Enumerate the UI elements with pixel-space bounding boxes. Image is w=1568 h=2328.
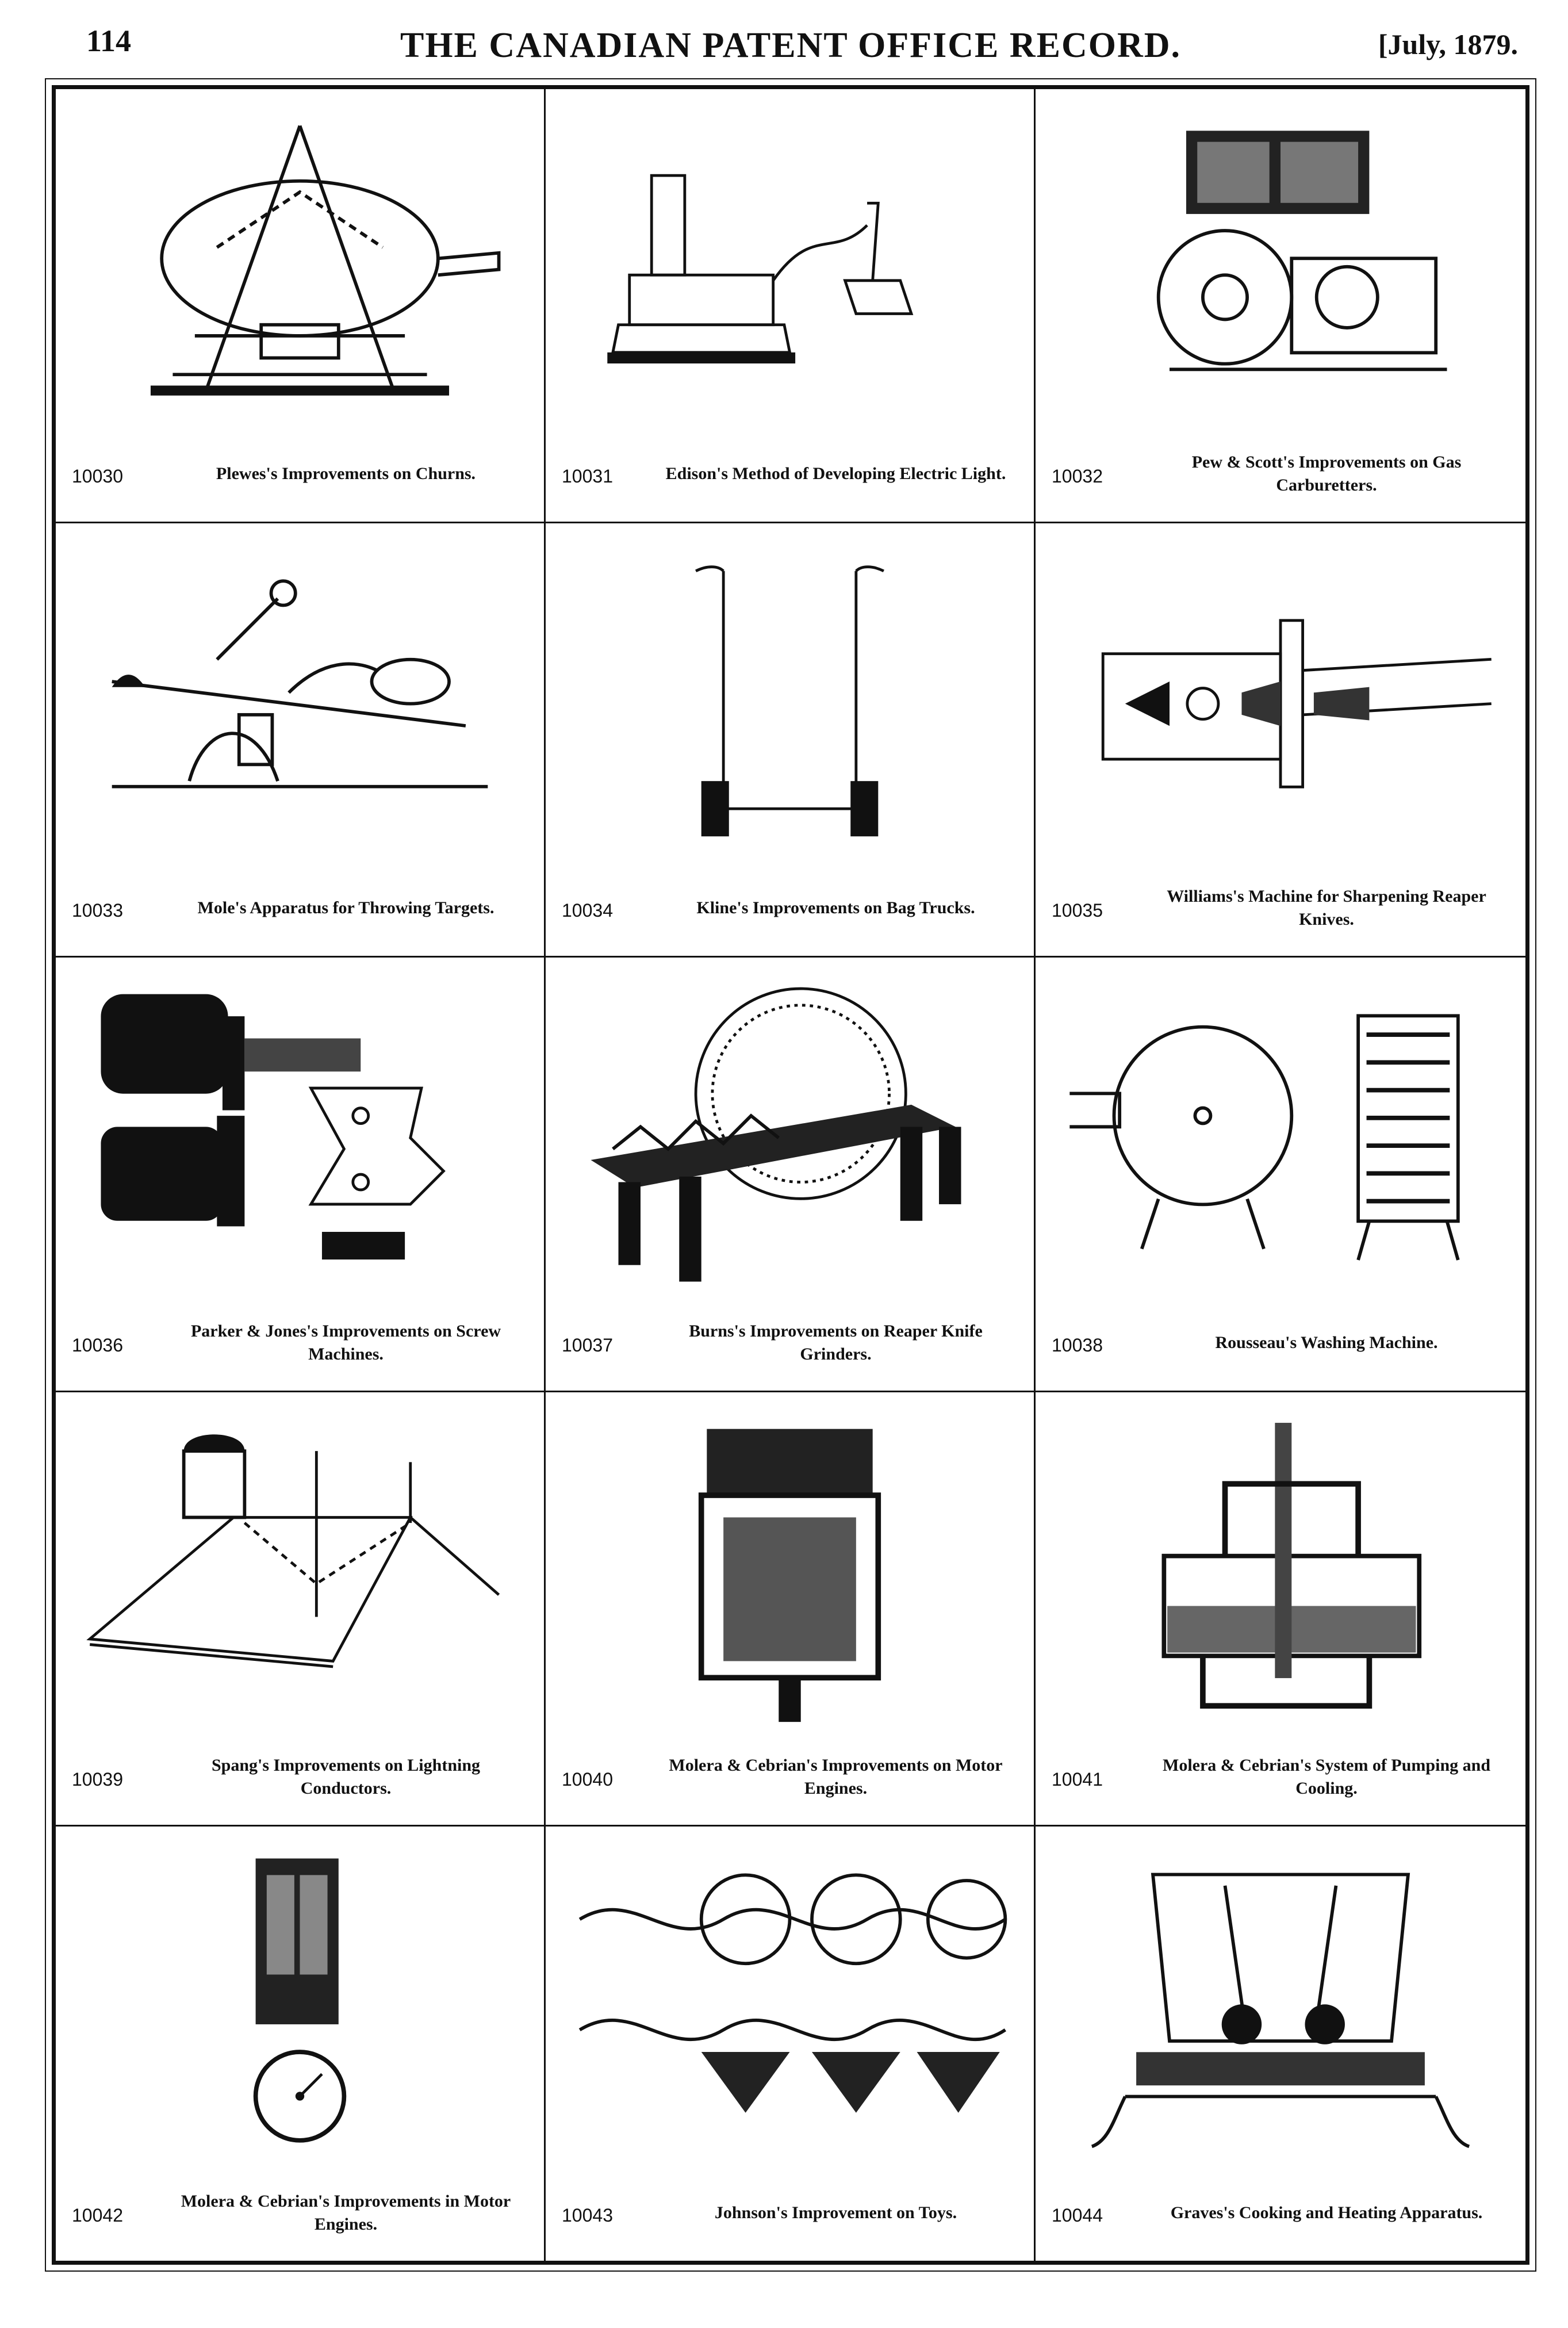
patent-cell-10032: 10032 Pew & Scott's Improvements on Gas … <box>1036 89 1525 524</box>
patent-cell-10042: 10042 Molera & Cebrian's Improvements in… <box>56 1826 546 2261</box>
patent-number: 10042 <box>72 2205 123 2226</box>
patent-cell-10036: 10036 Parker & Jones's Improvements on S… <box>56 958 546 1392</box>
patent-caption: Edison's Method of Developing Electric L… <box>665 464 1006 484</box>
patent-cell-10037: 10037 Burns's Improvements on Reaper Kni… <box>546 958 1036 1392</box>
patent-caption: Pew & Scott's Improvements on Gas Carbur… <box>1191 453 1462 495</box>
patent-number: 10041 <box>1052 1768 1103 1790</box>
electric-light-illustration <box>569 112 1011 427</box>
page-header: 114 THE CANADIAN PATENT OFFICE RECORD. [… <box>63 23 1518 86</box>
patent-number: 10034 <box>562 900 613 921</box>
patent-number: 10033 <box>72 900 123 921</box>
issue-date: [July, 1879. <box>1378 28 1518 60</box>
patent-cell-10040: 10040 Molera & Cebrian's Improvements on… <box>546 1392 1036 1827</box>
patent-caption: Molera & Cebrian's Improvements in Motor… <box>181 2192 511 2234</box>
patent-caption: Spang's Improvements on Lightning Conduc… <box>211 1755 481 1798</box>
patent-caption: Rousseau's Washing Machine. <box>1215 1333 1438 1352</box>
patent-caption: Williams's Machine for Sharpening Reaper… <box>1167 887 1486 929</box>
patent-caption: Molera & Cebrian's Improvements on Motor… <box>669 1755 1003 1798</box>
patent-caption: Graves's Cooking and Heating Apparatus. <box>1170 2203 1483 2222</box>
patent-cell-10030: 10030 Plewes's Improvements on Churns. <box>56 89 546 524</box>
patent-plate-frame: 10030 Plewes's Improvements on Churns. 1… <box>45 78 1536 2272</box>
patent-cell-10033: 10033 Mole's Apparatus for Throwing Targ… <box>56 523 546 958</box>
patent-number: 10031 <box>562 466 613 487</box>
patent-number: 10036 <box>72 1334 123 1356</box>
patent-number: 10043 <box>562 2205 613 2226</box>
motor-engine-gauge-illustration <box>79 1850 521 2166</box>
gas-carburetter-illustration <box>1059 112 1502 427</box>
target-thrower-illustration <box>79 546 521 861</box>
patent-number: 10040 <box>562 1768 613 1790</box>
patent-caption: Mole's Apparatus for Throwing Targets. <box>197 898 494 918</box>
motor-engine-illustration <box>569 1415 1011 1730</box>
patent-caption: Burns's Improvements on Reaper Knife Gri… <box>689 1321 983 1364</box>
patent-number: 10039 <box>72 1768 123 1790</box>
patent-cell-10039: 10039 Spang's Improvements on Lightning … <box>56 1392 546 1827</box>
knife-sharpener-illustration <box>1059 546 1502 861</box>
screw-machine-illustration <box>79 981 521 1295</box>
patent-caption: Plewes's Improvements on Churns. <box>216 464 476 484</box>
lightning-conductor-illustration <box>79 1415 521 1730</box>
bag-truck-illustration <box>569 546 1011 861</box>
patent-caption: Parker & Jones's Improvements on Screw M… <box>190 1321 501 1364</box>
patent-cell-10044: 10044 Graves's Cooking and Heating Appar… <box>1036 1827 1525 2261</box>
page-number: 114 <box>86 24 132 58</box>
washing-machine-illustration <box>1059 981 1502 1295</box>
patent-caption: Johnson's Improvement on Toys. <box>714 2203 957 2222</box>
patent-cell-10031: 10031 Edison's Method of Developing Elec… <box>546 89 1036 524</box>
churn-illustration <box>79 112 521 427</box>
toy-illustration <box>569 1850 1011 2166</box>
patent-number: 10030 <box>72 466 123 487</box>
patent-cell-10041: 10041 Molera & Cebrian's System of Pumpi… <box>1036 1392 1525 1827</box>
patent-number: 10035 <box>1052 900 1103 921</box>
patent-caption: Molera & Cebrian's System of Pumping and… <box>1163 1755 1490 1798</box>
patent-cell-10038: 10038 Rousseau's Washing Machine. <box>1036 958 1525 1392</box>
patent-cell-10034: 10034 Kline's Improvements on Bag Trucks… <box>546 523 1036 958</box>
pumping-system-illustration <box>1059 1415 1502 1730</box>
patent-number: 10037 <box>562 1334 613 1356</box>
patent-cell-10035: 10035 Williams's Machine for Sharpening … <box>1036 523 1525 958</box>
patent-grid: 10030 Plewes's Improvements on Churns. 1… <box>56 89 1525 2261</box>
patent-number: 10044 <box>1052 2205 1103 2226</box>
knife-grinder-illustration <box>569 981 1011 1295</box>
patent-number: 10032 <box>1052 466 1103 487</box>
patent-cell-10043: 10043 Johnson's Improvement on Toys. <box>546 1826 1036 2261</box>
publication-title: THE CANADIAN PATENT OFFICE RECORD. <box>400 26 1182 65</box>
patent-caption: Kline's Improvements on Bag Trucks. <box>696 898 975 918</box>
patent-number: 10038 <box>1052 1334 1103 1356</box>
cooking-heater-illustration <box>1059 1850 1502 2166</box>
